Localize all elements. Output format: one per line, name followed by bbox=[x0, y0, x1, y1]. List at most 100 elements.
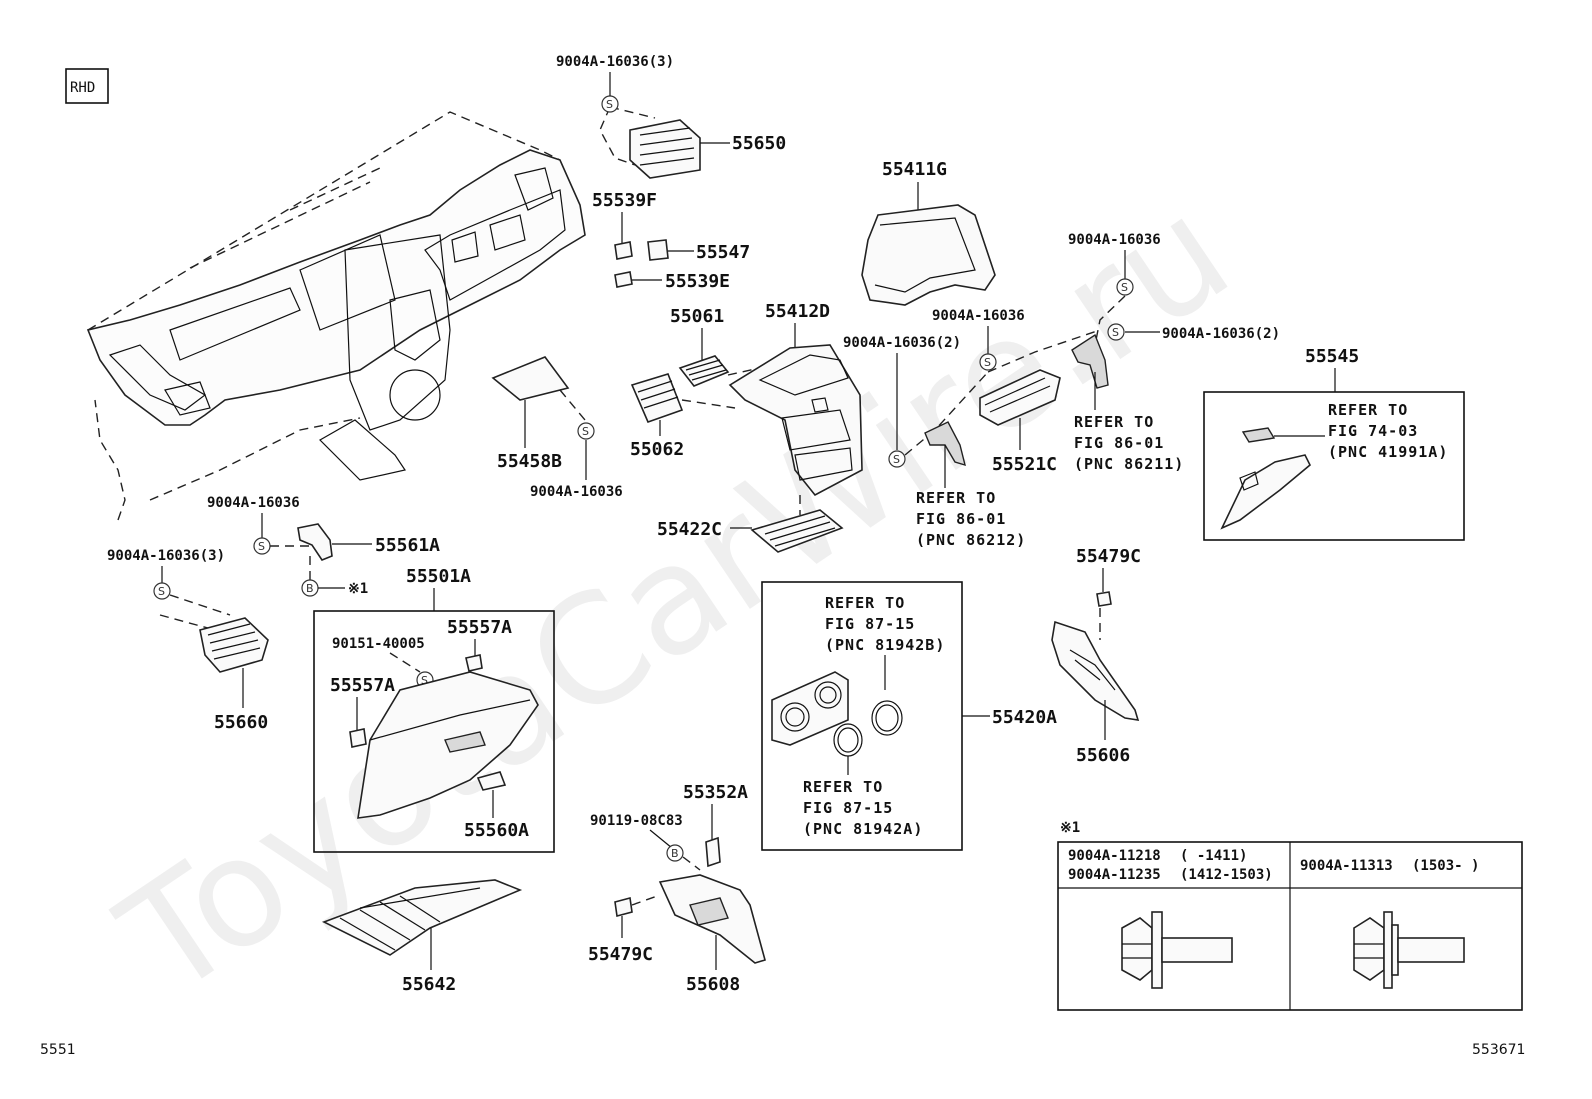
part-55545-garnish bbox=[1220, 454, 1311, 530]
part-55650-vent bbox=[629, 119, 701, 179]
label-55606: 55606 bbox=[1076, 745, 1130, 766]
refer-fig87-15-a-line3: (PNC 81942B) bbox=[825, 636, 945, 654]
label-55479c-bottom: 55479C bbox=[588, 944, 653, 965]
label-55501a: 55501A bbox=[406, 566, 471, 587]
bolt-washer-icon bbox=[1353, 911, 1465, 989]
label-90119-08c83: 90119-08C83 bbox=[590, 813, 683, 829]
part-55606-side-panel bbox=[1051, 620, 1140, 721]
part-55352a-bracket bbox=[705, 836, 721, 868]
svg-text:S: S bbox=[158, 585, 165, 598]
svg-text:S: S bbox=[1112, 326, 1119, 339]
label-55608: 55608 bbox=[686, 974, 740, 995]
label-55411g: 55411G bbox=[882, 159, 947, 180]
part-knob-81942b bbox=[871, 700, 903, 736]
part-55561a-hinge bbox=[297, 523, 333, 561]
label-55557a-top: 55557A bbox=[447, 617, 512, 638]
part-55539f bbox=[614, 241, 633, 260]
part-55560a-latch bbox=[476, 771, 507, 791]
part-55539e bbox=[614, 271, 633, 288]
part-55660-vent bbox=[199, 617, 269, 673]
note-table-marker: ※1 bbox=[1060, 820, 1080, 836]
label-55545: 55545 bbox=[1305, 346, 1359, 367]
refer-fig86-01-a-line3: (PNC 86211) bbox=[1074, 455, 1184, 473]
bolt-flange-icon bbox=[1121, 911, 1233, 989]
part-55557a-stopper bbox=[465, 654, 483, 672]
label-55650: 55650 bbox=[732, 133, 786, 154]
box-55501a bbox=[313, 610, 555, 853]
refer-fig86-01-a-line1: REFER TO bbox=[1074, 413, 1154, 431]
label-55660: 55660 bbox=[214, 712, 268, 733]
note-range-0: ( -1411) bbox=[1180, 848, 1247, 864]
label-9004a-16036-3-left: 9004A-16036(3) bbox=[107, 548, 225, 564]
svg-text:S: S bbox=[582, 425, 589, 438]
label-9004a-16036-2-b: 9004A-16036(2) bbox=[1162, 326, 1280, 342]
svg-text:B: B bbox=[671, 847, 679, 860]
screw-symbol: S bbox=[601, 95, 619, 113]
refer-fig87-15-b-line3: (PNC 81942A) bbox=[803, 820, 923, 838]
refer-fig87-15-a-line2: FIG 87-15 bbox=[825, 615, 915, 633]
part-55557a-stopper bbox=[349, 728, 367, 748]
part-55479c-clip bbox=[614, 896, 633, 918]
refer-fig86-01-b-line3: (PNC 86212) bbox=[916, 531, 1026, 549]
label-9004a-16036-left: 9004A-16036 bbox=[207, 495, 300, 511]
refer-fig74-03-line2: FIG 74-03 bbox=[1328, 422, 1418, 440]
screw-symbol: S bbox=[1107, 323, 1125, 341]
label-55642: 55642 bbox=[402, 974, 456, 995]
label-55422c: 55422C bbox=[657, 519, 722, 540]
part-bracket-86212 bbox=[924, 421, 966, 467]
label-55539e: 55539E bbox=[665, 271, 730, 292]
refer-fig86-01-a-line2: FIG 86-01 bbox=[1074, 434, 1164, 452]
label-55539f: 55539F bbox=[592, 190, 657, 211]
label-9004a-16036-mid: 9004A-16036 bbox=[932, 308, 1025, 324]
svg-text:S: S bbox=[258, 540, 265, 553]
box-55545 bbox=[1203, 391, 1465, 541]
label-55062: 55062 bbox=[630, 439, 684, 460]
svg-text:B: B bbox=[306, 582, 314, 595]
note-part-0: 9004A-11218 bbox=[1068, 848, 1161, 864]
note-part-right: 9004A-11313 bbox=[1300, 858, 1393, 874]
refer-fig87-15-a-line1: REFER TO bbox=[825, 594, 905, 612]
screw-symbol: S bbox=[153, 582, 171, 600]
label-9004a-16036-2-a: 9004A-16036(2) bbox=[843, 335, 961, 351]
refer-fig86-01-b-line2: FIG 86-01 bbox=[916, 510, 1006, 528]
part-41991a-pad bbox=[1241, 427, 1276, 443]
label-55560a: 55560A bbox=[464, 820, 529, 841]
label-9004a-16036-55458b: 9004A-16036 bbox=[530, 484, 623, 500]
label-55557a-left: 55557A bbox=[330, 675, 395, 696]
screw-symbol: S bbox=[577, 422, 595, 440]
page-number-right: 553671 bbox=[1472, 1042, 1525, 1058]
label-55479c-top: 55479C bbox=[1076, 546, 1141, 567]
label-90151-40005: 90151-40005 bbox=[332, 636, 425, 652]
part-ac-control-panel bbox=[771, 671, 849, 746]
rhd-badge: RHD bbox=[70, 80, 95, 96]
label-55458b: 55458B bbox=[497, 451, 562, 472]
part-55458b-bracket bbox=[491, 356, 570, 401]
screw-symbol: S bbox=[979, 353, 997, 371]
refer-fig74-03-line3: (PNC 41991A) bbox=[1328, 443, 1448, 461]
note-part-1: 9004A-11235 bbox=[1068, 867, 1161, 883]
screw-symbol: S bbox=[1116, 278, 1134, 296]
part-55411g-hood bbox=[861, 204, 996, 306]
part-55479c-clip bbox=[1096, 591, 1112, 607]
svg-text:S: S bbox=[984, 356, 991, 369]
label-55521c: 55521C bbox=[992, 454, 1057, 475]
svg-text:S: S bbox=[1121, 281, 1128, 294]
part-55422c-tray bbox=[750, 509, 844, 553]
label-55420a: 55420A bbox=[992, 707, 1057, 728]
label-55061: 55061 bbox=[670, 306, 724, 327]
svg-text:S: S bbox=[606, 98, 613, 111]
svg-text:S: S bbox=[421, 674, 428, 687]
refer-fig86-01-b-line1: REFER TO bbox=[916, 489, 996, 507]
part-55062-register bbox=[630, 373, 684, 424]
label-55547: 55547 bbox=[696, 242, 750, 263]
part-bracket-86211 bbox=[1071, 333, 1109, 389]
page-number-left: 5551 bbox=[40, 1042, 76, 1058]
screw-symbol: S bbox=[253, 537, 271, 555]
instrument-panel-outline bbox=[86, 111, 586, 521]
refer-fig87-15-b-line2: FIG 87-15 bbox=[803, 799, 893, 817]
label-55352a: 55352A bbox=[683, 782, 748, 803]
rhd-badge-frame bbox=[65, 68, 109, 104]
label-b-note: ※1 bbox=[348, 581, 368, 597]
part-55642-tray bbox=[321, 879, 523, 956]
